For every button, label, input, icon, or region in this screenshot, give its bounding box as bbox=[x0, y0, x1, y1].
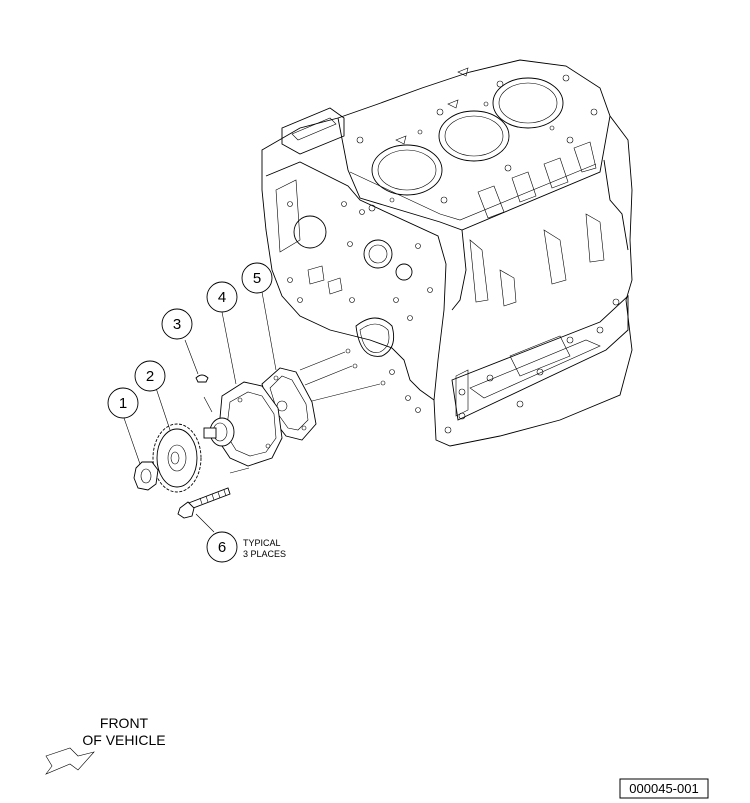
svg-text:4: 4 bbox=[218, 289, 226, 306]
part-6-bolt bbox=[177, 487, 231, 519]
note-line-2: 3 PLACES bbox=[243, 549, 286, 559]
callout-3: 3 bbox=[161, 308, 193, 340]
orientation-indicator: FRONT OF VEHICLE bbox=[45, 715, 166, 775]
svg-text:6: 6 bbox=[218, 539, 226, 556]
part-3-woodruff-key bbox=[195, 374, 209, 383]
note-line-1: TYPICAL bbox=[243, 538, 281, 548]
reference-number-box: 000045-001 bbox=[619, 778, 709, 799]
leader-lines bbox=[123, 291, 277, 533]
svg-text:5: 5 bbox=[253, 270, 261, 287]
front-label-line-2: OF VEHICLE bbox=[82, 732, 165, 748]
front-arrow-icon bbox=[45, 747, 95, 775]
engine-block bbox=[261, 59, 633, 447]
callout-1: 1 bbox=[107, 387, 139, 419]
typical-note: TYPICAL 3 PLACES bbox=[243, 538, 286, 559]
part-1-nut bbox=[133, 461, 159, 491]
callout-5: 5 bbox=[241, 262, 273, 294]
part-4-oil-pump bbox=[203, 381, 283, 467]
callout-6: 6 bbox=[206, 531, 238, 563]
part-2-drive-gear bbox=[152, 423, 202, 493]
front-label-line-1: FRONT bbox=[100, 715, 149, 731]
callout-2: 2 bbox=[134, 360, 166, 392]
svg-text:2: 2 bbox=[146, 368, 154, 385]
reference-number: 000045-001 bbox=[629, 781, 698, 796]
callout-4: 4 bbox=[206, 281, 238, 313]
svg-text:1: 1 bbox=[119, 395, 127, 412]
assembly-lines bbox=[203, 348, 386, 474]
svg-text:3: 3 bbox=[173, 316, 181, 333]
